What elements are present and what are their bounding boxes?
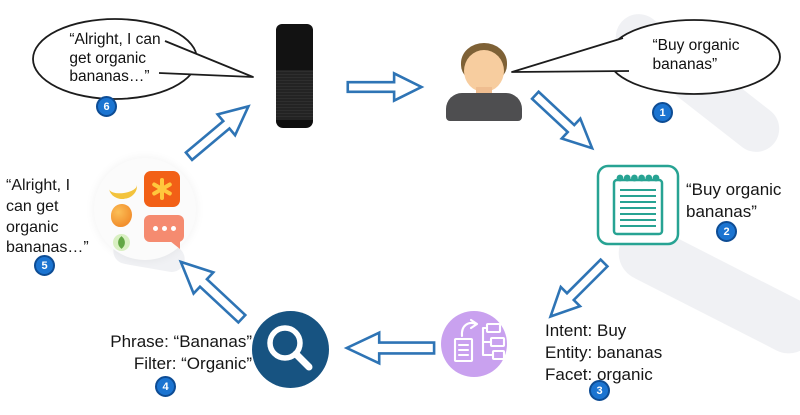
assistant-response-text: “Alright, I can get organic bananas…” xyxy=(6,177,89,257)
banana-icon xyxy=(107,173,139,201)
avatar-neck xyxy=(476,87,492,97)
transcript-text: “Buy organic bananas” xyxy=(686,180,782,222)
store-assistant-cluster xyxy=(94,158,196,260)
avatar-shoulders xyxy=(446,93,522,121)
step-badge-2: 2 xyxy=(716,221,737,242)
step-badge-4: 4 xyxy=(155,376,176,397)
search-query-text: Phrase: “Bananas” Filter: “Organic” xyxy=(110,332,252,374)
smart-speaker-icon xyxy=(276,24,313,128)
mango-icon xyxy=(111,204,132,227)
user-avatar xyxy=(438,43,530,121)
search-icon xyxy=(252,311,329,388)
step-badge-6: 6 xyxy=(96,96,117,117)
arrow-notepad-to-nlu xyxy=(538,251,616,329)
arrow-nlp-to-search xyxy=(345,330,435,366)
nlp-parse-icon xyxy=(441,311,507,377)
speech-bubble-device: “Alright, I can get organic bananas…” xyxy=(25,15,275,103)
notepad-icon xyxy=(596,164,680,246)
arrow-device-to-user xyxy=(347,71,423,103)
step-badge-3: 3 xyxy=(589,380,610,401)
organic-leaf-icon xyxy=(113,234,130,251)
arrow-store-to-device xyxy=(178,93,260,169)
avatar-face xyxy=(464,50,504,92)
speech-bubble-user: “Buy organic bananas” xyxy=(503,16,793,102)
nlu-text: Intent: Buy Entity: bananas Facet: organ… xyxy=(545,321,663,385)
chat-bubble-icon xyxy=(144,215,184,249)
walmart-spark-icon xyxy=(144,171,180,207)
device-speech-text: “Alright, I can get organic bananas…” xyxy=(69,30,161,86)
arrow-user-to-notepad xyxy=(524,83,604,161)
step-badge-5: 5 xyxy=(34,255,55,276)
arrow-search-to-store xyxy=(168,248,254,332)
user-utterance-text: “Buy organic bananas” xyxy=(652,37,740,73)
step-badge-1: 1 xyxy=(652,102,673,123)
